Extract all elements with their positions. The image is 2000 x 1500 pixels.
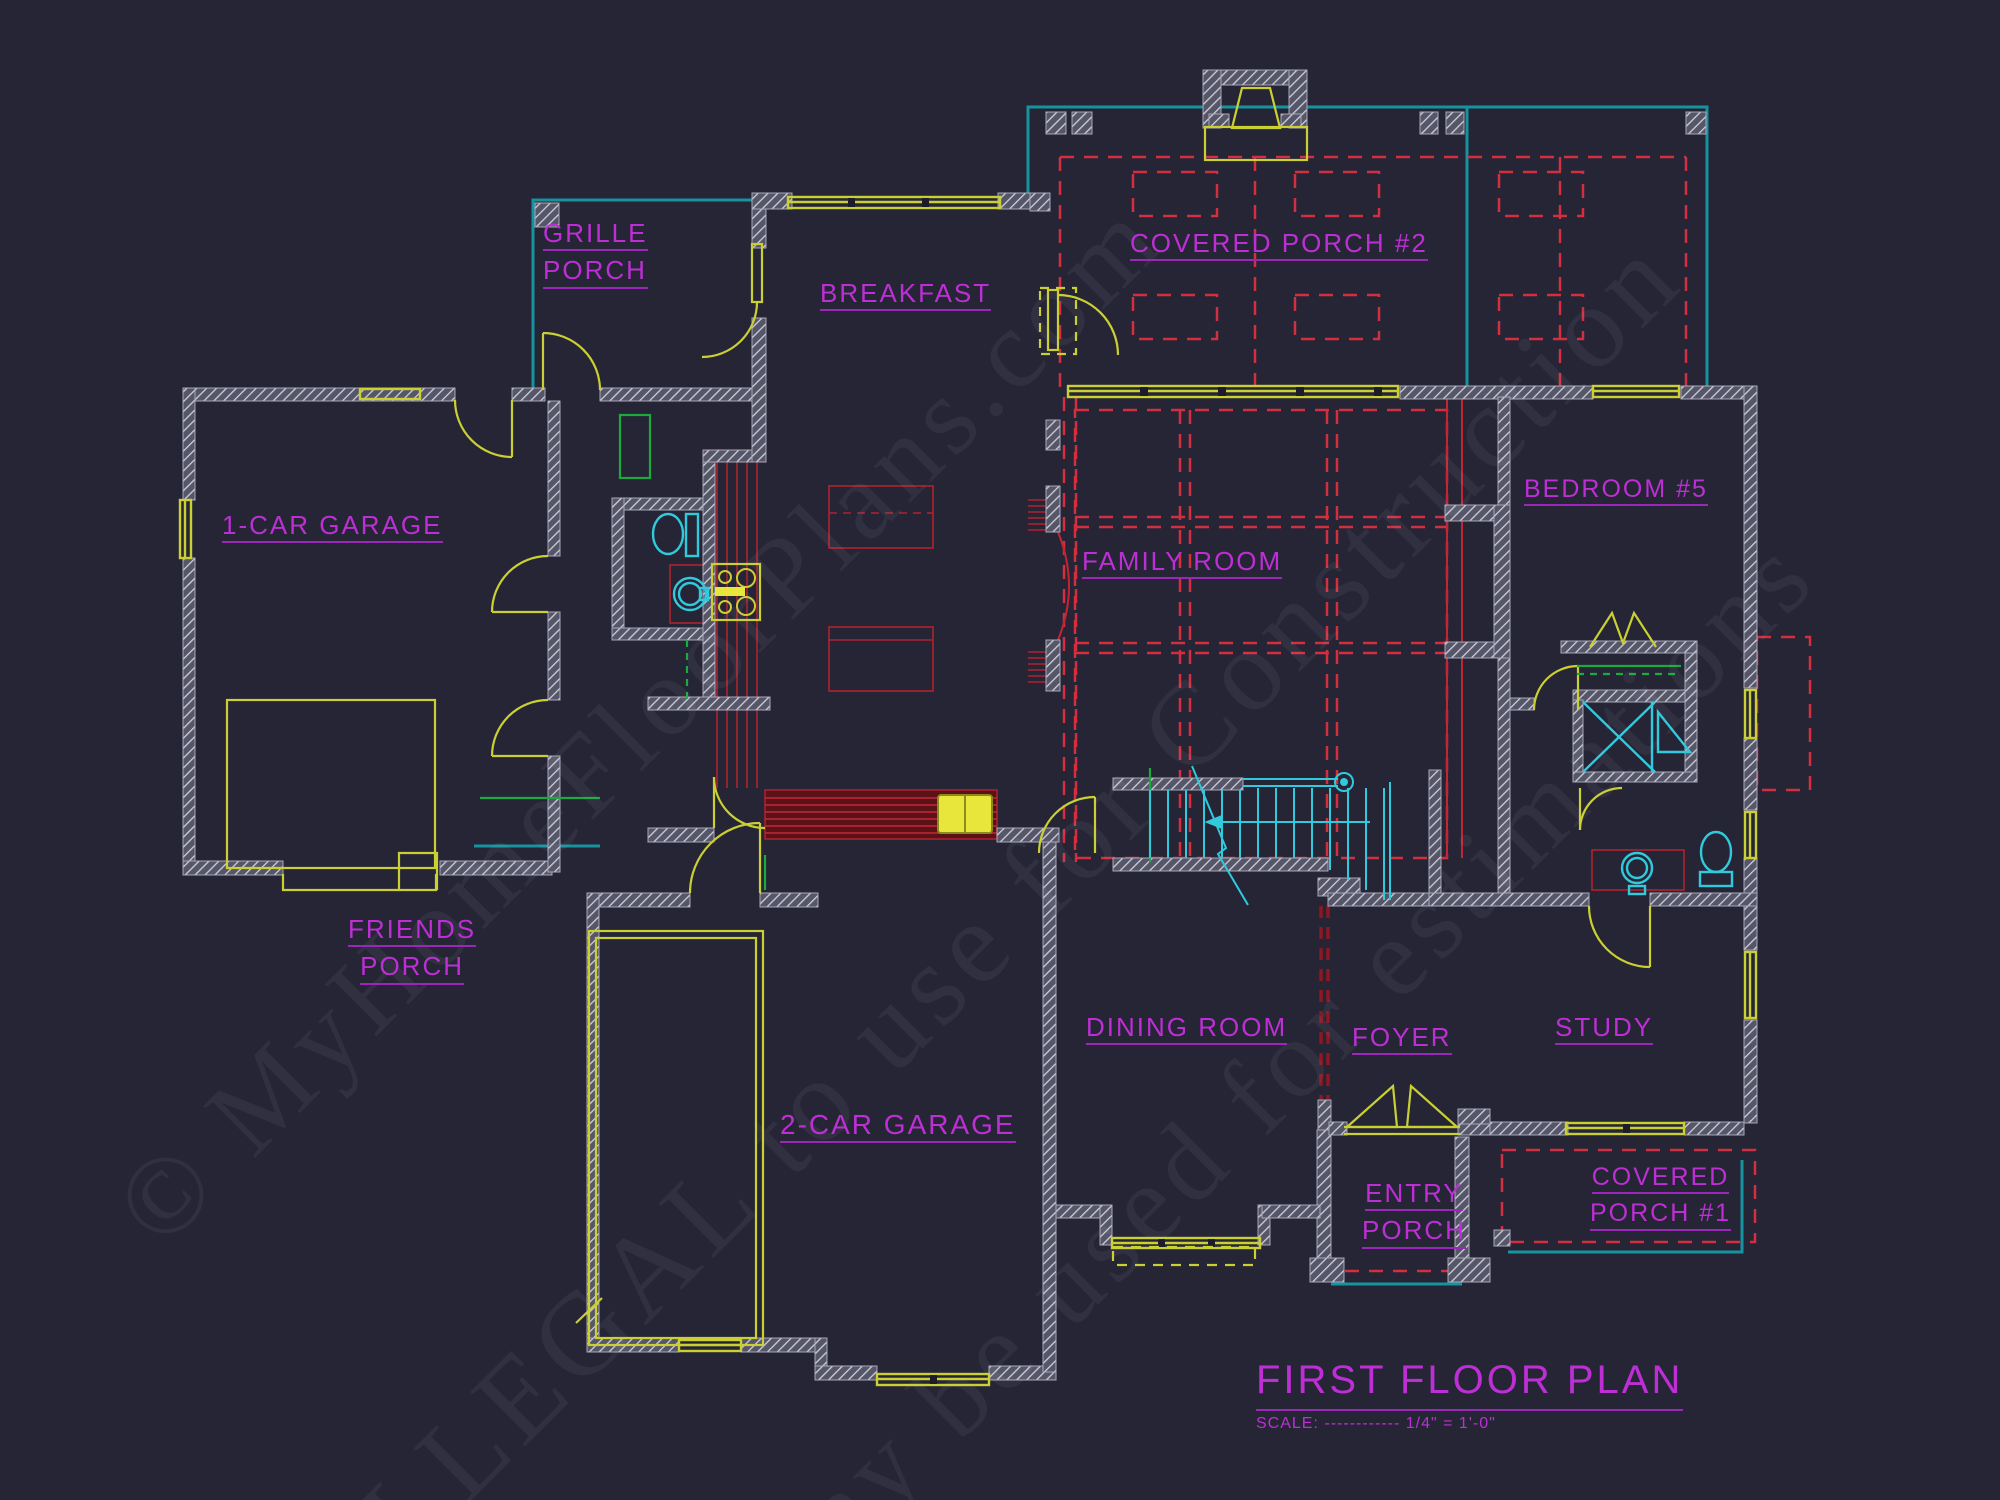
room-label-line: 2-CAR GARAGE [780,1110,1016,1144]
room-label-breakfast: BREAKFAST [820,279,992,312]
scale-dashes: ------------ [1324,1415,1401,1432]
kitchen-cabinets [669,460,1685,891]
room-label-line: PORCH #1 [1590,1200,1732,1231]
room-label-line: 1-CAR GARAGE [222,511,443,544]
room-label-line: FOYER [1352,1023,1452,1056]
title-block: FIRST FLOOR PLAN SCALE: ------------ 1/4… [1256,1358,1684,1433]
room-label-friends-porch: FRIENDS PORCH [348,915,477,985]
room-label-2-car-garage: 2-CAR GARAGE [780,1110,1016,1144]
room-label-line: GRILLE [543,219,648,252]
walls-layer [182,69,1758,1381]
room-label-foyer: FOYER [1352,1023,1452,1056]
room-label-study: STUDY [1555,1013,1654,1046]
room-label-line: DINING ROOM [1086,1013,1288,1046]
room-label-covered-porch-2: COVERED PORCH #2 [1130,229,1428,262]
doors-layer [453,242,1657,1136]
scale-prefix: SCALE: [1256,1415,1319,1432]
staircase [1149,765,1391,906]
porch-edge-lines [474,105,1744,1286]
cooktop [710,562,762,622]
room-label-line: PORCH [1362,1217,1466,1249]
ceiling-dashed-lines [1058,155,1812,1273]
red-beam-lines [1057,397,1463,858]
room-label-line: BEDROOM #5 [1524,476,1708,507]
room-label-covered-porch-1: COVERED PORCH #1 [1590,1164,1732,1231]
room-label-bedroom-5: BEDROOM #5 [1524,476,1708,507]
room-label-entry-porch: ENTRY PORCH [1362,1179,1466,1249]
plan-scale: SCALE: ------------ 1/4" = 1'-0" [1256,1415,1683,1433]
room-label-line: PORCH [543,257,648,289]
plan-title: FIRST FLOOR PLAN [1256,1358,1684,1411]
room-label-grille-porch: GRILLE PORCH [543,219,648,289]
room-label-line: FAMILY ROOM [1082,547,1283,580]
room-label-line: FRIENDS [348,915,477,948]
room-label-line: BREAKFAST [820,279,992,312]
shelving-green [480,413,1681,890]
window-mullions [848,198,1630,1384]
room-label-line: ENTRY [1365,1179,1463,1212]
room-label-line: PORCH [360,953,465,985]
room-label-dining-room: DINING ROOM [1086,1013,1288,1046]
room-label-family-room: FAMILY ROOM [1082,547,1283,580]
cased-opening-dashed [1319,906,1330,1100]
room-label-1-car-garage: 1-CAR GARAGE [222,511,443,544]
slab-outlines [225,86,1309,1347]
plumbing-fixtures [651,512,1734,896]
room-label-line: COVERED [1591,1164,1730,1195]
room-label-line: COVERED PORCH #2 [1130,229,1428,262]
scale-value: 1/4" = 1'-0" [1405,1415,1496,1432]
room-label-line: STUDY [1555,1013,1654,1046]
